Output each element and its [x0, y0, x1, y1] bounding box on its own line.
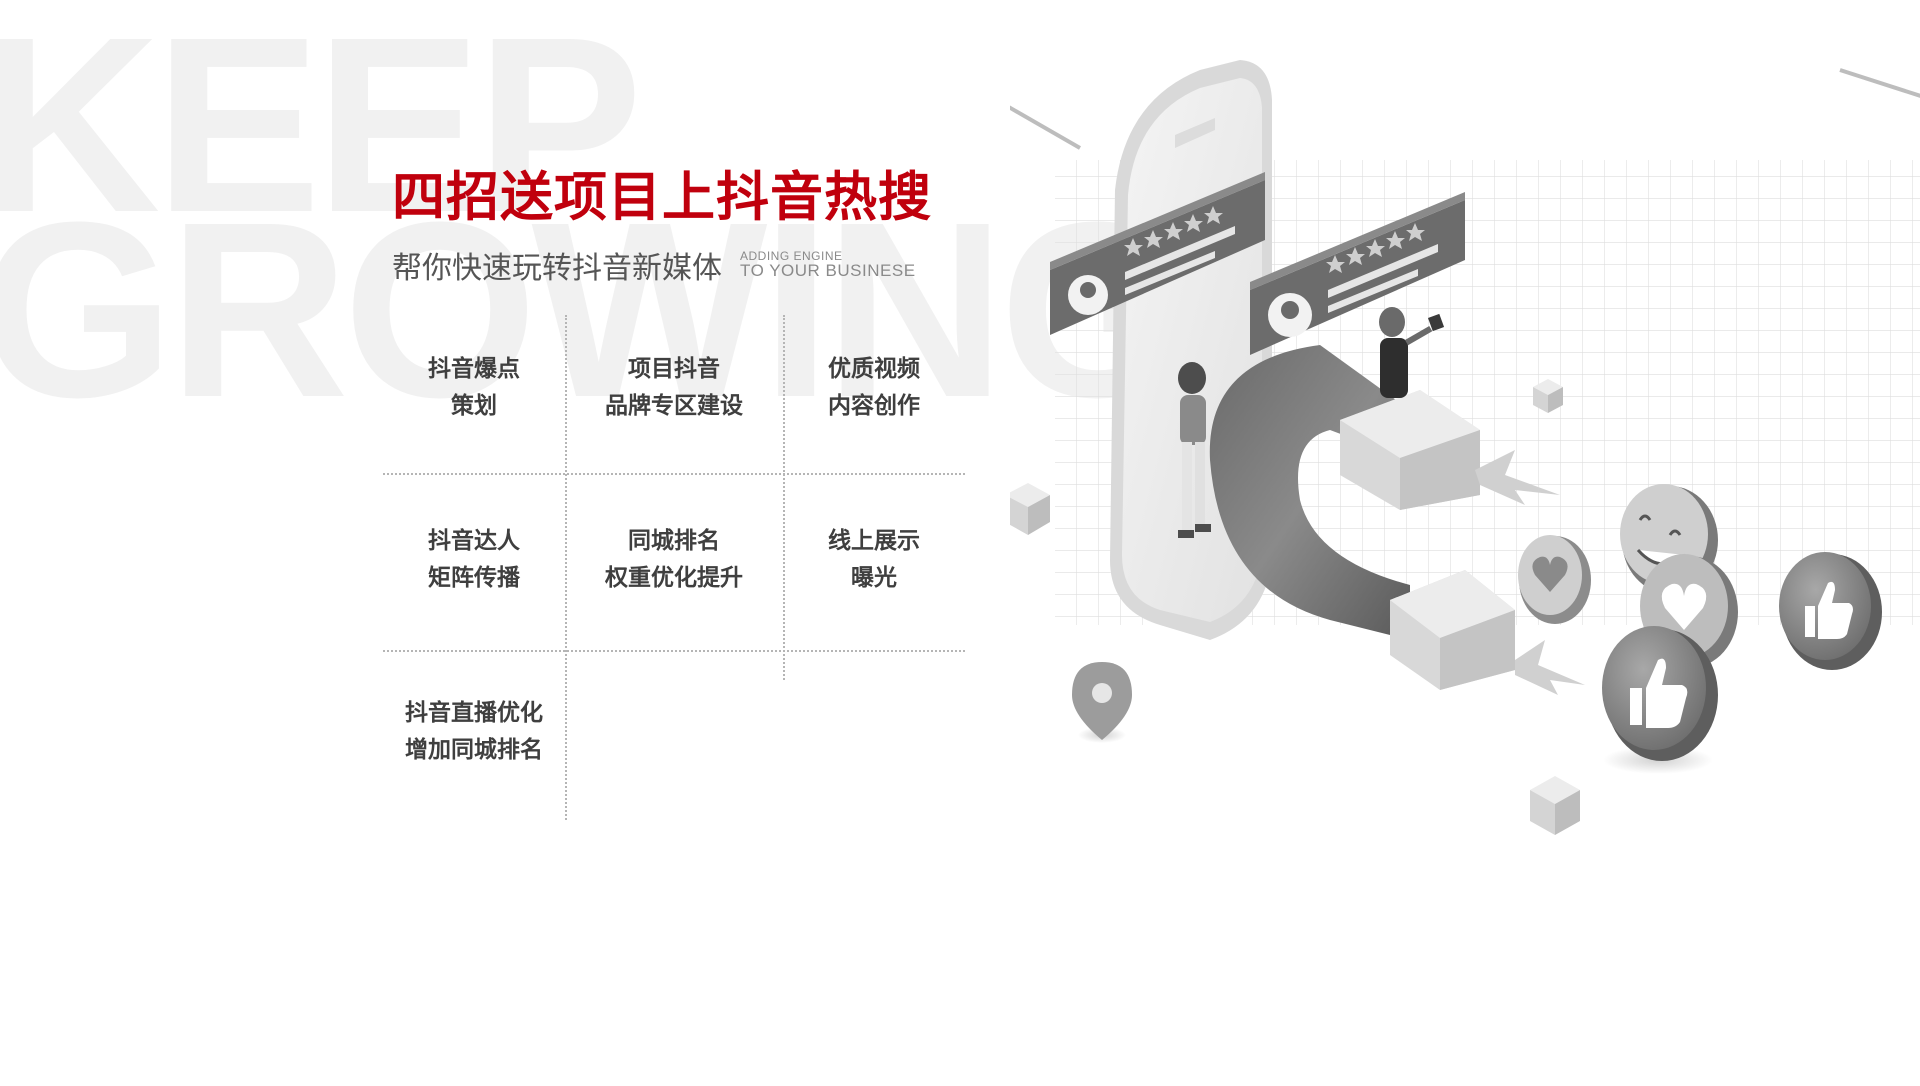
location-pin-icon: [1072, 662, 1132, 743]
thumbs-up-icon: [1779, 552, 1882, 670]
tagline-line-1: ADDING ENGINE: [740, 248, 843, 263]
grid-divider: [565, 315, 567, 820]
grid-divider: [783, 315, 785, 680]
decor-line: [1010, 105, 1081, 150]
strategy-line-1: 抖音达人: [428, 528, 520, 554]
strategy-line-2: 策划: [451, 393, 497, 419]
star-icon: [1124, 206, 1223, 256]
thumbs-up-icon: [1602, 626, 1718, 774]
strategy-cell: 抖音直播优化 增加同城排名: [383, 695, 565, 769]
strategy-line-2: 权重优化提升: [605, 565, 743, 591]
lightning-icon: [1475, 450, 1560, 505]
marketing-illustration: [1010, 60, 1920, 835]
strategy-line-1: 抖音直播优化: [405, 700, 543, 726]
tagline-line-2: TO YOUR BUSINESE: [740, 261, 916, 281]
subtitle-row: 帮你快速玩转抖音新媒体 ADDING ENGINE TO YOUR BUSINE…: [392, 240, 916, 290]
strategy-cell: 优质视频 内容创作: [783, 351, 965, 425]
strategy-line-2: 曝光: [851, 565, 897, 591]
page-subtitle: 帮你快速玩转抖音新媒体: [392, 251, 722, 286]
cube-icon: [1010, 483, 1050, 535]
strategy-line-1: 优质视频: [828, 356, 920, 382]
strategy-cell: 线上展示 曝光: [783, 523, 965, 597]
strategy-line-2: 矩阵传播: [428, 565, 520, 591]
tagline: ADDING ENGINE TO YOUR BUSINESE: [740, 250, 916, 280]
cube-icon: [1530, 776, 1580, 835]
decor-line: [1839, 68, 1920, 98]
strategy-cell: 抖音达人 矩阵传播: [383, 523, 565, 597]
grid-divider: [383, 650, 965, 652]
strategy-cell: 项目抖音 品牌专区建设: [565, 351, 783, 425]
person-sitting: [1379, 307, 1445, 398]
strategy-line-2: 品牌专区建设: [605, 393, 743, 419]
strategy-line-1: 线上展示: [828, 528, 920, 554]
person-standing: [1178, 362, 1211, 538]
grid-divider: [383, 473, 965, 475]
star-icon: [1326, 223, 1425, 273]
watermark-growing: GROWING: [0, 170, 1194, 449]
magnet-icon: [1209, 345, 1515, 690]
review-card-icon: [1050, 172, 1265, 335]
strategy-cell: 抖音爆点 策划: [383, 351, 565, 425]
cube-icon: [1533, 379, 1563, 413]
strategy-grid: 抖音爆点 策划 项目抖音 品牌专区建设 优质视频 内容创作 抖音达人 矩阵传播 …: [383, 315, 965, 820]
strategy-line-1: 抖音爆点: [428, 356, 520, 382]
page-title: 四招送项目上抖音热搜: [392, 167, 932, 228]
strategy-line-1: 项目抖音: [628, 356, 720, 382]
strategy-cell: 同城排名 权重优化提升: [565, 523, 783, 597]
strategy-line-2: 内容创作: [828, 393, 920, 419]
review-card-icon: [1250, 192, 1465, 355]
strategy-line-2: 增加同城排名: [405, 737, 543, 763]
watermark-keep: KEEP: [0, 0, 643, 264]
strategy-line-1: 同城排名: [628, 528, 720, 554]
heart-icon: [1518, 535, 1591, 624]
lightning-icon: [1515, 640, 1585, 695]
